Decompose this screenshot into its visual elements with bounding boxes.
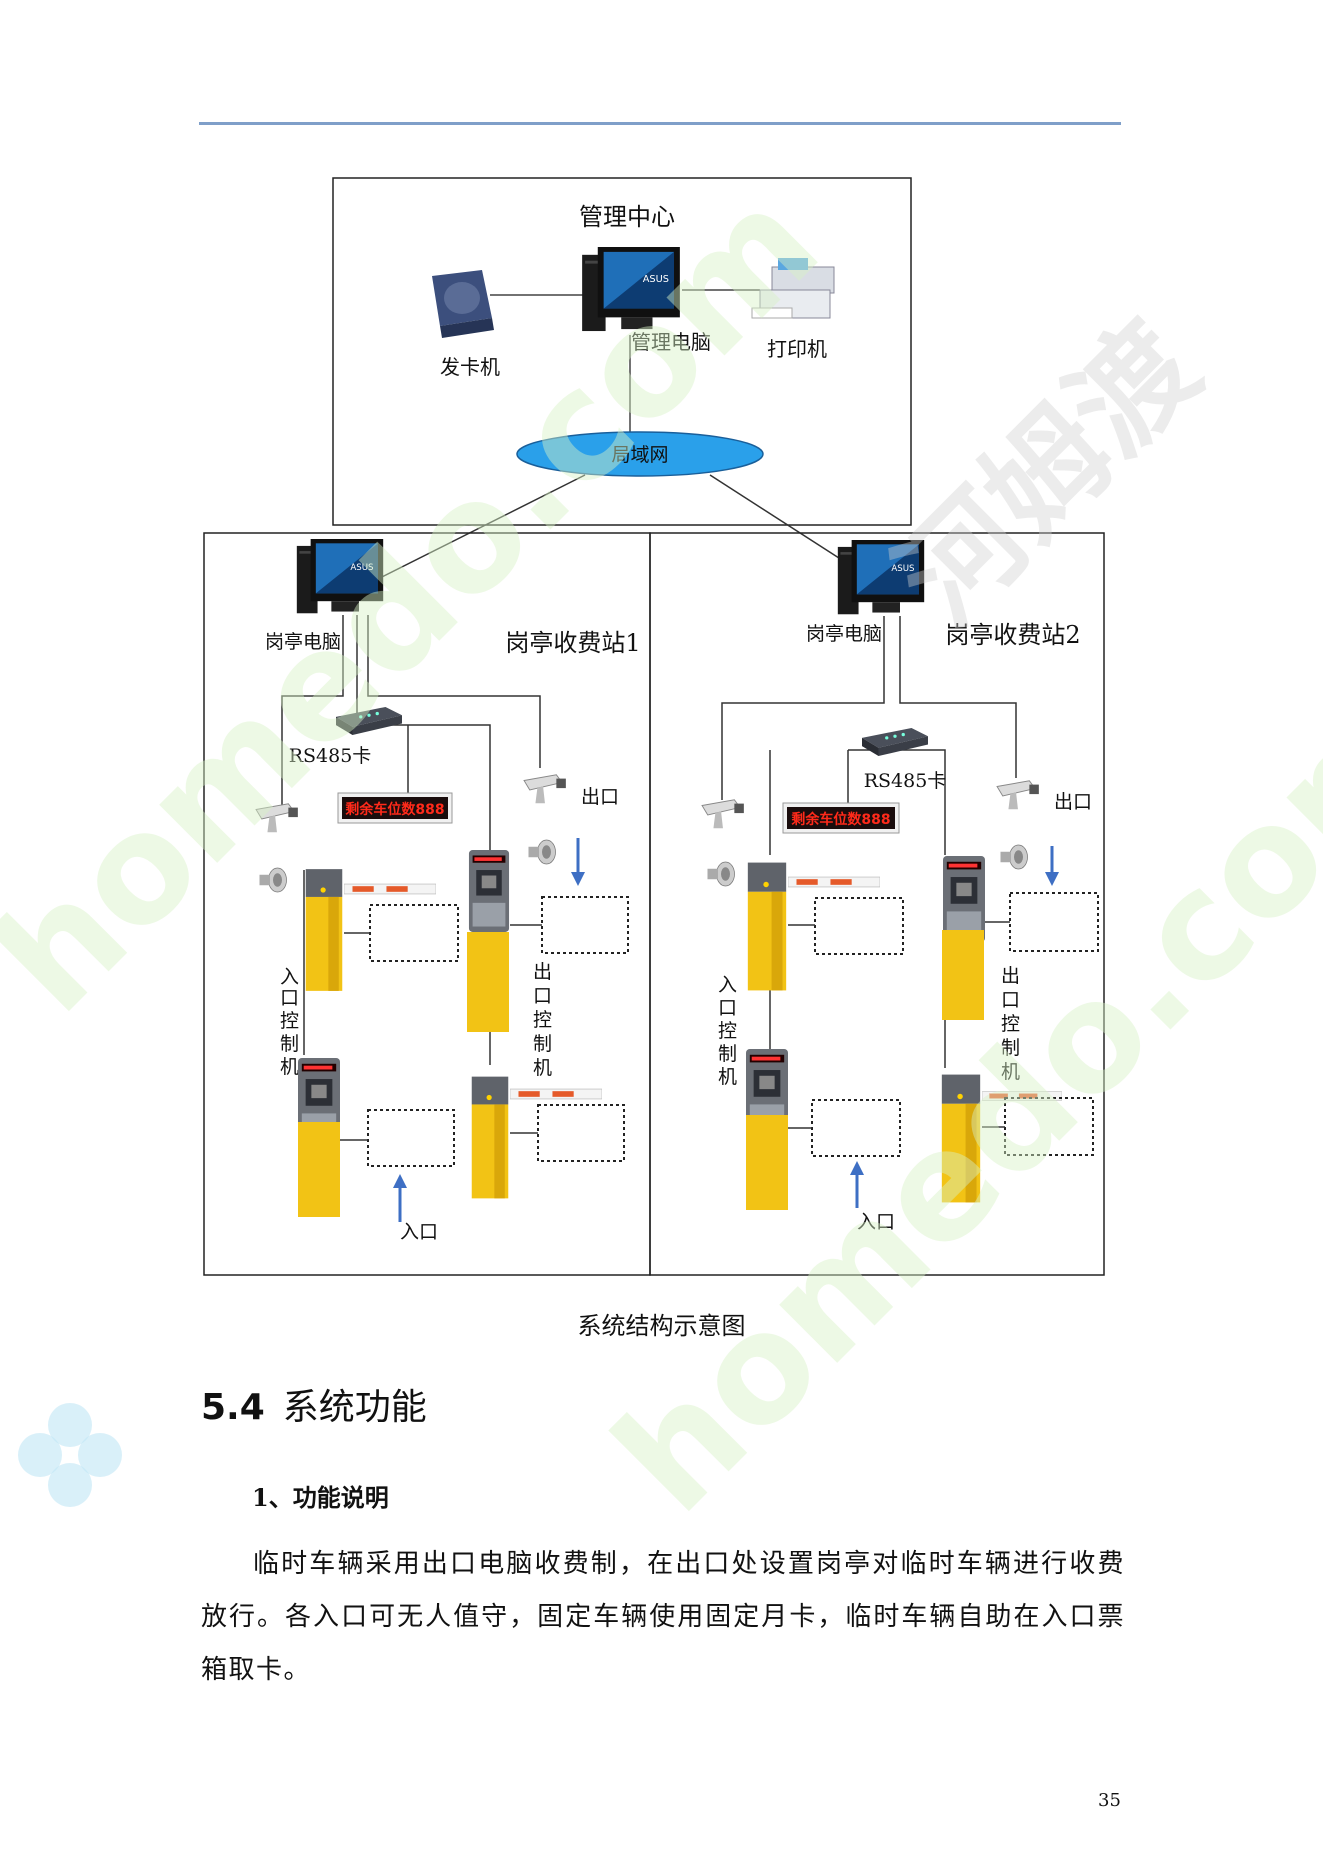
management-pc-label: 管理电脑	[631, 330, 711, 354]
display-right-text: 剩余车位数888	[791, 811, 890, 828]
entry-ctrl-right-label: 入口控制机	[718, 974, 737, 1088]
lan-label: 局域网	[611, 444, 668, 466]
page-number: 35	[1098, 1790, 1121, 1811]
entry-ctrl-left-label: 入口控制机	[280, 966, 299, 1078]
printer-icon	[751, 258, 835, 319]
station-left-title: 岗亭收费站1	[505, 629, 640, 657]
display-right: 剩余车位数888	[782, 802, 900, 834]
card-issuer-label: 发卡机	[440, 355, 500, 379]
exit-ctrl-right-label: 出口控制机	[1001, 965, 1020, 1083]
printer-label: 打印机	[767, 337, 827, 361]
exit-label-right: 出口	[1054, 791, 1092, 813]
exit-ctrl-left-label: 出口控制机	[533, 961, 552, 1079]
booth-pc-left-label: 岗亭电脑	[265, 631, 341, 653]
station-right-title: 岗亭收费站2	[945, 621, 1080, 649]
entry-label-left: 入口	[400, 1221, 438, 1243]
rs485-left-label: RS485卡	[289, 745, 372, 767]
card-issuer-icon	[432, 270, 494, 338]
section-number: 5.4	[201, 1387, 265, 1428]
section-title: 系统功能	[282, 1387, 427, 1428]
rs485-right-label: RS485卡	[864, 770, 947, 792]
figure-caption: 系统结构示意图	[577, 1312, 746, 1340]
header-rule	[199, 122, 1121, 125]
display-left-text: 剩余车位数888	[345, 801, 444, 818]
body-paragraph: 临时车辆采用出口电脑收费制，在出口处设置岗亭对临时车辆进行收费放行。各入口可无人…	[201, 1549, 1125, 1685]
station-right: 岗亭电脑 岗亭收费站2 RS485卡 剩余车位数888 出口	[701, 540, 1099, 1233]
management-center-frame	[332, 177, 912, 526]
subsection-heading: 1、功能说明	[252, 1483, 389, 1512]
management-pc-icon	[582, 247, 680, 332]
lan-ellipse	[516, 431, 764, 477]
station-right-frame	[649, 532, 1105, 1276]
booth-pc-right-label: 岗亭电脑	[806, 623, 882, 645]
exit-label-left: 出口	[581, 786, 619, 808]
entry-label-right: 入口	[857, 1211, 895, 1233]
system-structure-diagram: ASUS	[203, 177, 1105, 1276]
display-left: 剩余车位数888	[337, 792, 453, 824]
management-center-title: 管理中心	[579, 203, 675, 231]
station-left: 岗亭电脑 岗亭收费站1 RS485卡 剩余车位数888 出口	[255, 539, 641, 1243]
section-heading: 5.4 系统功能	[201, 1378, 427, 1430]
